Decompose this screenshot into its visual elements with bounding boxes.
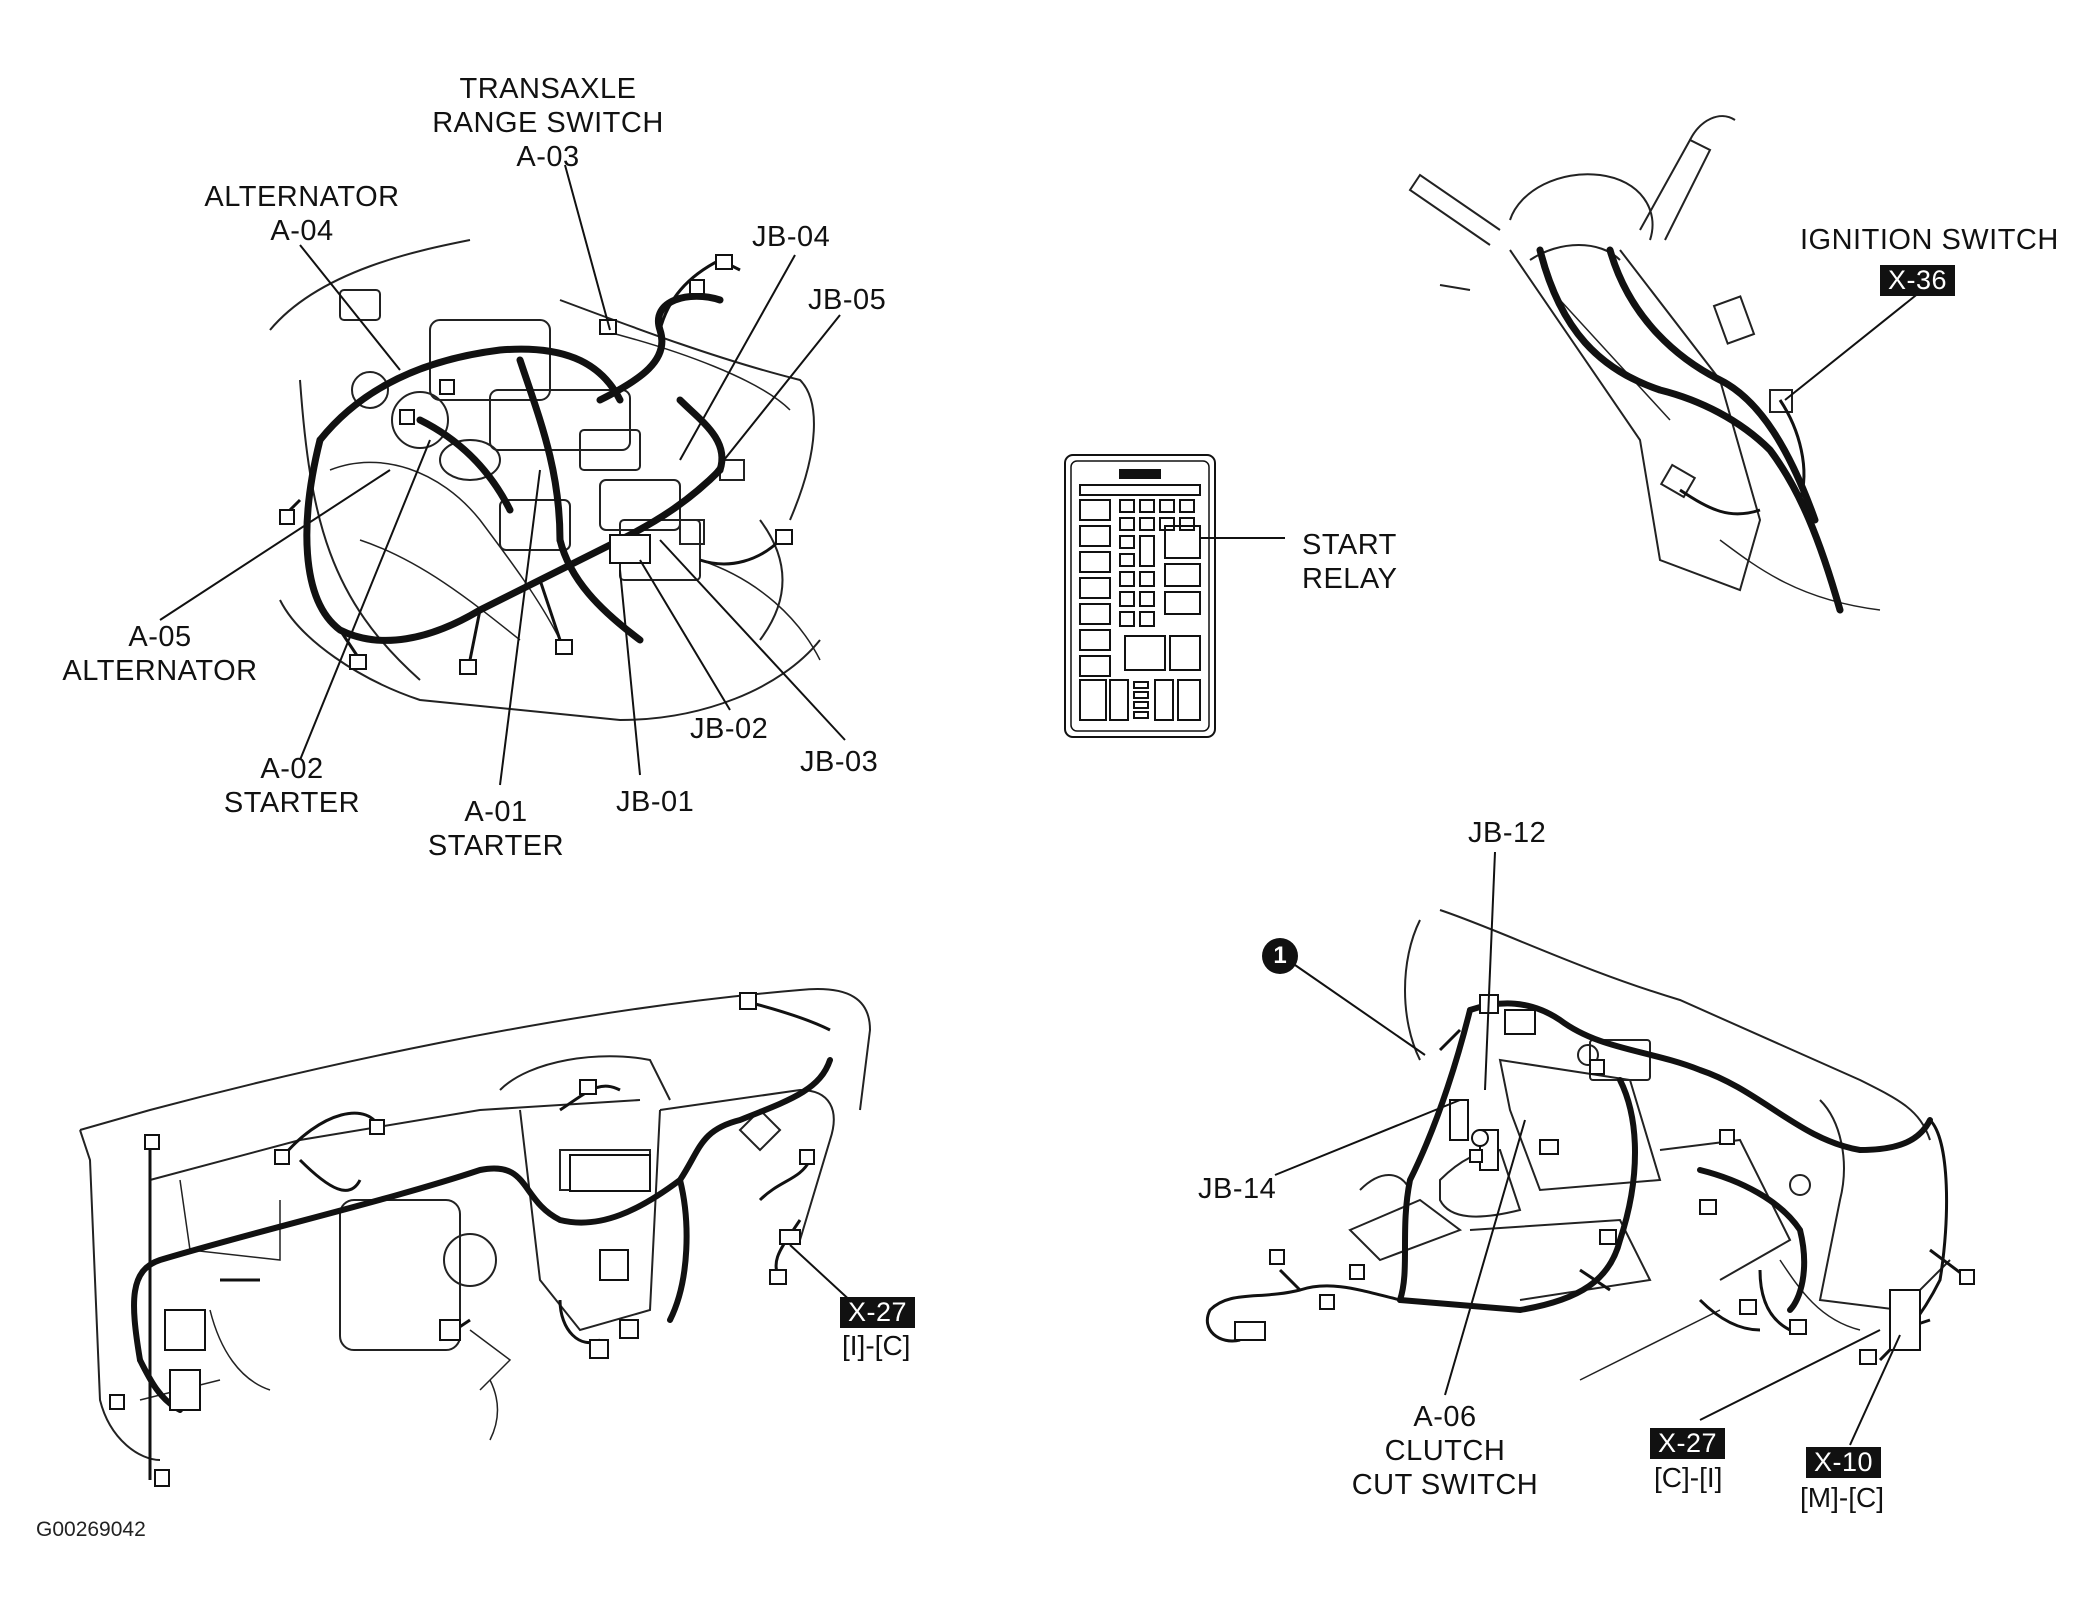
label-clutch-cut-switch: A-06 CLUTCH CUT SWITCH: [1352, 1400, 1539, 1502]
label-starter-a02: A-02 STARTER: [224, 752, 360, 820]
alternator-a04-line-2: A-04: [270, 215, 334, 247]
clutch-line-1: A-06: [1413, 1401, 1477, 1433]
start-relay-line-1: START: [1302, 529, 1397, 561]
floor-leader-lines: [1274, 851, 1901, 1446]
transaxle-line-2: RANGE SWITCH: [432, 107, 664, 139]
starter-a02-line-2: STARTER: [223, 787, 361, 819]
ground-b-marker: [1471, 1129, 1489, 1147]
alternator-a04-line-1: ALTERNATOR: [204, 181, 400, 213]
clutch-line-2: CLUTCH: [1384, 1435, 1506, 1467]
transaxle-line-3: A-03: [516, 141, 580, 173]
sub-x-10: [M]-[C]: [1800, 1482, 1884, 1513]
label-alternator-a04: ALTERNATOR A-04: [204, 180, 399, 248]
label-transaxle-range-switch: TRANSAXLE RANGE SWITCH A-03: [432, 72, 664, 174]
label-jb-14: JB-14: [1198, 1173, 1277, 1205]
steering-column-illustration: [1408, 115, 1881, 611]
label-jb-12: JB-12: [1468, 817, 1547, 849]
callout-1: 1: [1262, 938, 1298, 974]
floor-console-illustration: [1348, 909, 1951, 1381]
label-start-relay: START RELAY: [1302, 528, 1397, 596]
label-ignition-switch: IGNITION SWITCH: [1800, 224, 2059, 256]
label-starter-a01: A-01 STARTER: [428, 795, 564, 863]
engine-bay-illustration: [269, 239, 821, 722]
label-alternator-a05: A-05 ALTERNATOR: [62, 620, 257, 688]
sub-x-27-dashboard: [I]-[C]: [842, 1330, 911, 1361]
steering-harness-thin: [1679, 399, 1806, 516]
label-jb-05: JB-05: [808, 284, 887, 316]
dashboard-harness-thin: [148, 998, 831, 1480]
tag-x-27-console: X-27: [1650, 1428, 1726, 1459]
label-jb-01: JB-01: [616, 786, 695, 818]
starter-a02-line-1: A-02: [260, 753, 324, 785]
clutch-line-3: CUT SWITCH: [1351, 1469, 1539, 1501]
dashboard-connectors: [109, 992, 815, 1487]
transaxle-line-1: TRANSAXLE: [459, 73, 637, 105]
tag-x-36: X-36: [1880, 265, 1956, 296]
starter-a01-line-1: A-01: [464, 796, 528, 828]
starter-a01-line-2: STARTER: [427, 830, 565, 862]
steering-harness: [1536, 246, 1844, 614]
label-jb-02: JB-02: [690, 713, 769, 745]
dashboard-harness: [131, 1057, 833, 1413]
x27-dash-leader: [789, 1244, 856, 1306]
sub-x-27-console: [C]-[I]: [1654, 1462, 1723, 1493]
floor-harness-thin: [1205, 1028, 1971, 1362]
label-jb-03: JB-03: [800, 746, 879, 778]
engine-leader-lines: [159, 164, 846, 786]
floor-connectors: [1234, 994, 1975, 1365]
alternator-a05-line-1: A-05: [128, 621, 192, 653]
ignition-leader: [1784, 291, 1921, 401]
floor-harness: [1397, 1000, 1933, 1314]
engine-connectors: [279, 254, 793, 675]
start-relay-line-2: RELAY: [1302, 563, 1398, 595]
figure-id: G00269042: [36, 1518, 146, 1541]
label-jb-04: JB-04: [752, 221, 831, 253]
relay-box-illustration: [1064, 454, 1216, 738]
alternator-a05-line-2: ALTERNATOR: [62, 655, 258, 687]
tag-x-27-dashboard: X-27: [840, 1297, 916, 1328]
tag-x-10: X-10: [1806, 1447, 1882, 1478]
